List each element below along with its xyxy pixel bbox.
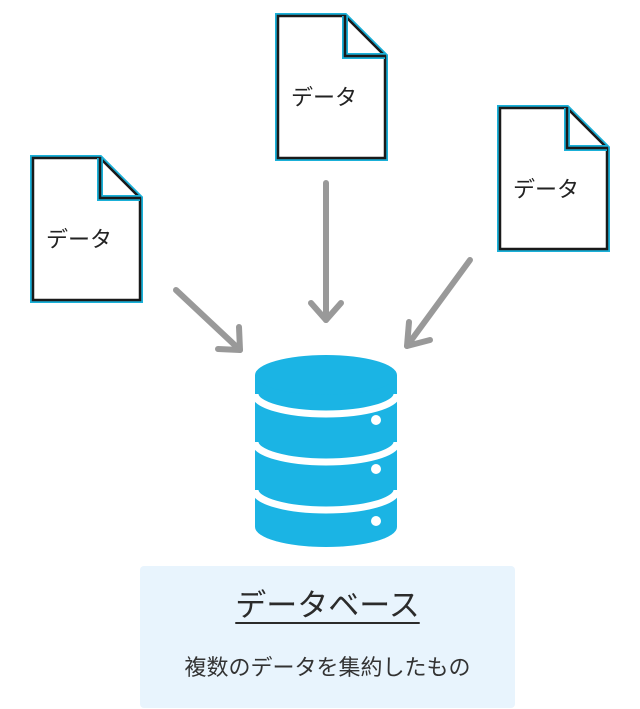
database-led-1	[371, 415, 381, 425]
database-led-2	[371, 464, 381, 474]
document-label-right: データ	[513, 178, 580, 203]
arrow-right	[404, 257, 473, 349]
document-icon-middle	[275, 13, 388, 161]
arrow-left	[173, 287, 243, 353]
database-led-3	[371, 516, 381, 526]
document-label-left: データ	[46, 228, 113, 253]
document-icon-left	[30, 155, 143, 303]
database-description: 複数のデータを集約したもの	[184, 656, 471, 681]
document-label-middle: データ	[291, 86, 358, 111]
database-icon	[251, 355, 401, 547]
database-title: データベース	[235, 588, 420, 624]
arrow-middle	[308, 180, 344, 323]
document-icon-right	[497, 105, 610, 252]
database-caption-box: データベース 複数のデータを集約したもの	[140, 566, 515, 708]
